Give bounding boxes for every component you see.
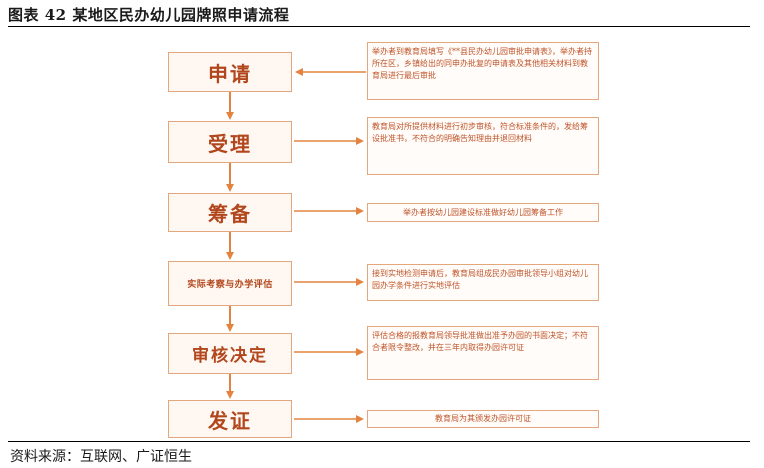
step-accept: 受理 — [168, 121, 292, 163]
note-accept: 教育局对所提供材料进行初步审核，符合标准条件的，发给筹设批准书，不符合的明确告知… — [367, 117, 599, 175]
note-prepare: 举办者按幼儿园建设标准做好幼儿园筹备工作 — [367, 203, 599, 222]
note-apply: 举办者到教育局填写《**县民办幼儿园审批申请表》，举办者持所在区，乡镇给出的同申… — [367, 42, 599, 100]
step-prepare: 筹备 — [168, 193, 292, 232]
step-apply: 申请 — [168, 52, 292, 92]
note-inspection: 接到实地检测申请后，教育局组成民办园审批领导小组对幼儿园办学条件进行实地评估 — [367, 264, 599, 301]
figure-title: 图表 42 某地区民办幼儿园牌照申请流程 — [8, 6, 290, 24]
top-rule — [8, 26, 750, 27]
note-license: 教育局为其颁发办园许可证 — [367, 410, 599, 428]
step-inspection: 实际考察与办学评估 — [168, 261, 292, 306]
source-line: 资料来源：互联网、广证恒生 — [10, 449, 192, 465]
step-license: 发证 — [168, 400, 292, 438]
bottom-rule — [8, 441, 750, 442]
step-review: 审核决定 — [168, 333, 292, 374]
note-review: 评估合格的报教育局领导批准做出准予办园的书面决定；不符合者限令整改，并在三年内取… — [367, 326, 599, 380]
